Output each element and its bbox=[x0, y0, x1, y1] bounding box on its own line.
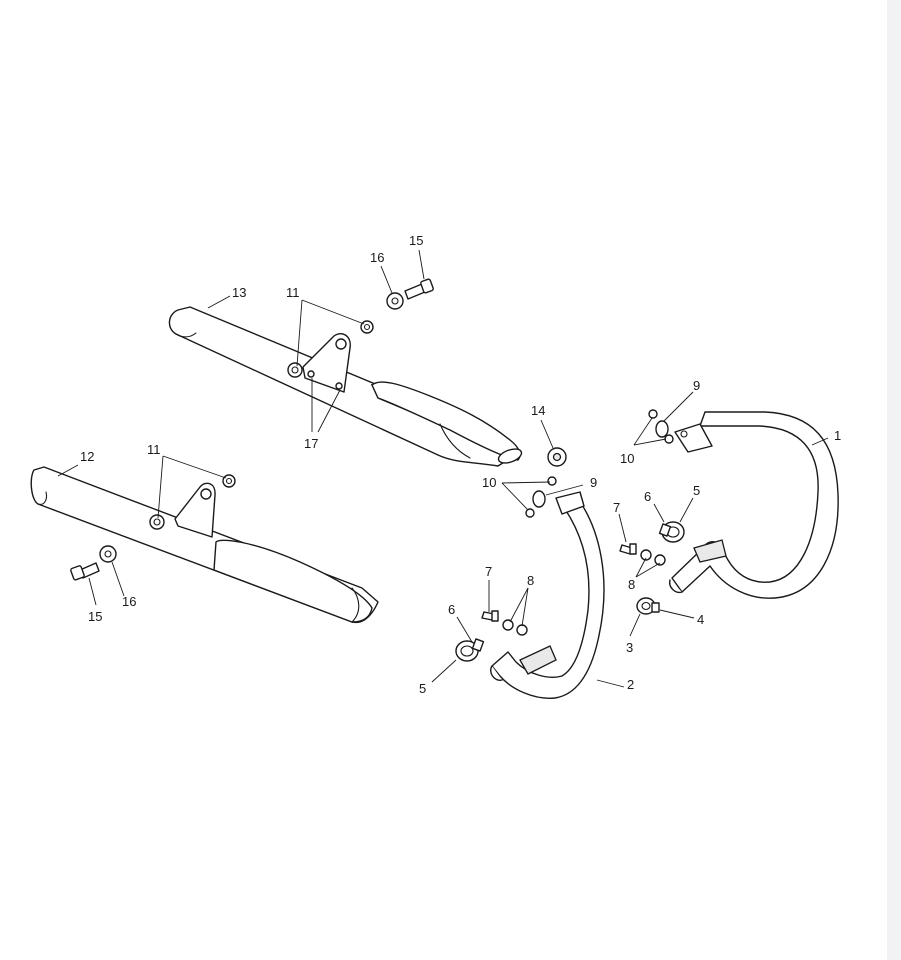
upper-bolt-15 bbox=[404, 278, 434, 300]
nuts-8-left bbox=[502, 619, 528, 636]
page-edge-strip bbox=[887, 0, 901, 960]
callout-3: 3 bbox=[626, 640, 633, 655]
callout-7-left: 7 bbox=[485, 564, 492, 579]
callout-1: 1 bbox=[834, 428, 841, 443]
lower-bolt-15 bbox=[70, 562, 100, 581]
upper-mounting-bracket bbox=[302, 332, 351, 393]
bolt-6-right bbox=[658, 523, 672, 537]
callout-4: 4 bbox=[697, 612, 704, 627]
callout-9-right: 9 bbox=[693, 378, 700, 393]
stud-7-left bbox=[481, 610, 499, 622]
callout-labels: 1 2 3 4 5 5 6 6 7 7 8 8 9 9 10 10 11 11 … bbox=[80, 233, 841, 696]
callout-5-right: 5 bbox=[693, 483, 700, 498]
lower-washer-11 bbox=[149, 514, 165, 530]
callout-16-lower: 16 bbox=[122, 594, 136, 609]
callout-17: 17 bbox=[304, 436, 318, 451]
nut-10-middle bbox=[525, 476, 557, 518]
callout-6-right: 6 bbox=[644, 489, 651, 504]
lower-nut-11 bbox=[222, 474, 236, 488]
callout-2: 2 bbox=[627, 677, 634, 692]
lower-washer-16 bbox=[99, 545, 117, 563]
callout-8-right: 8 bbox=[628, 577, 635, 592]
upper-nut-11 bbox=[360, 320, 374, 334]
stud-7-right bbox=[619, 543, 637, 555]
washer-14 bbox=[547, 447, 567, 467]
callout-13: 13 bbox=[232, 285, 246, 300]
gasket-9-middle bbox=[532, 490, 546, 508]
callout-6-left: 6 bbox=[448, 602, 455, 617]
lower-silencer bbox=[30, 466, 379, 624]
callout-16-upper: 16 bbox=[370, 250, 384, 265]
callout-9-middle: 9 bbox=[590, 475, 597, 490]
callout-12: 12 bbox=[80, 449, 94, 464]
callout-15-lower: 15 bbox=[88, 609, 102, 624]
callout-14: 14 bbox=[531, 403, 545, 418]
upper-washer-16 bbox=[386, 292, 404, 310]
bolt-6-left bbox=[471, 638, 485, 652]
header-pipe-2 bbox=[490, 491, 605, 699]
lower-mounting-bracket bbox=[174, 482, 216, 538]
clamp-3-4 bbox=[636, 597, 660, 615]
callout-10-middle: 10 bbox=[482, 475, 496, 490]
callout-11-lower: 11 bbox=[147, 442, 161, 457]
upper-washer-11 bbox=[287, 362, 303, 378]
nuts-8-right bbox=[640, 549, 666, 566]
callout-11-upper: 11 bbox=[286, 285, 300, 300]
clamp-5-left bbox=[455, 640, 479, 662]
callout-8-left: 8 bbox=[527, 573, 534, 588]
callout-15-upper: 15 bbox=[409, 233, 423, 248]
gasket-9-right bbox=[655, 420, 669, 438]
callout-10-right: 10 bbox=[620, 451, 634, 466]
callout-5-left: 5 bbox=[419, 681, 426, 696]
leader-lines bbox=[57, 249, 829, 688]
header-pipe-1 bbox=[668, 411, 839, 599]
callout-7-right: 7 bbox=[613, 500, 620, 515]
upper-silencer bbox=[168, 306, 523, 467]
